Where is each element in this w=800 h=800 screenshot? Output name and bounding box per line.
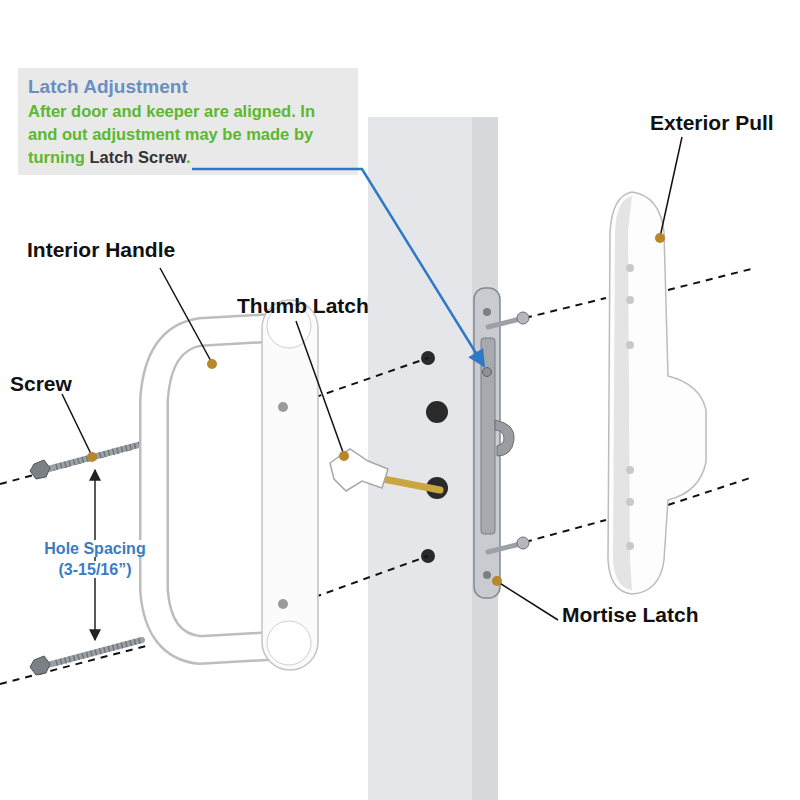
- screw-hole: [278, 402, 288, 412]
- mortise-screw-head: [517, 312, 529, 324]
- alignment-line: [668, 268, 755, 290]
- leader-line: [62, 394, 92, 456]
- callout-text: .: [186, 148, 191, 166]
- plate-hole: [483, 308, 491, 316]
- leader-line: [296, 321, 344, 455]
- screw-head: [30, 656, 50, 675]
- screw-shank: [44, 640, 142, 666]
- pull-hole: [626, 466, 634, 474]
- screw-hole: [278, 599, 288, 609]
- exterior-pull: [608, 192, 706, 594]
- alignment-line: [0, 645, 150, 684]
- pull-hole: [626, 341, 634, 349]
- door-stile: [368, 117, 472, 800]
- mortise-body: [481, 338, 495, 534]
- mortise-screw-head: [517, 537, 529, 549]
- leader-dot: [207, 359, 217, 369]
- mortise-screw: [488, 544, 520, 552]
- handle-grip: [154, 328, 270, 650]
- screw-head: [30, 460, 50, 479]
- handle-boss: [267, 621, 311, 665]
- leader-line: [498, 582, 558, 620]
- pull-hole: [626, 542, 634, 550]
- part-label: Thumb Latch: [237, 294, 369, 318]
- latch-screw: [483, 368, 492, 377]
- leader-dot: [87, 452, 97, 462]
- callout-heading: Latch Adjustment: [28, 74, 348, 100]
- leader-dot: [655, 233, 665, 243]
- pull-hole: [626, 498, 634, 506]
- alignment-line: [0, 444, 150, 484]
- dimension-label: Hole Spacing: [30, 540, 160, 558]
- spindle: [378, 478, 440, 490]
- mortise-screw: [488, 319, 520, 327]
- handle-grip-outline: [154, 328, 270, 650]
- screw-shank: [44, 444, 142, 470]
- leader-dot: [492, 576, 502, 586]
- pull-hole: [626, 264, 634, 272]
- pull-shadow: [613, 196, 632, 590]
- latch-hook: [495, 420, 514, 456]
- leader-line: [160, 268, 212, 363]
- leader-dot: [339, 451, 349, 461]
- callout-text: Latch Screw: [89, 148, 186, 166]
- part-label: Mortise Latch: [562, 603, 699, 627]
- stile-hole: [426, 401, 448, 423]
- alignment-line: [525, 298, 606, 318]
- alignment-line: [525, 520, 606, 542]
- dimension-label: (3-15/16”): [30, 561, 160, 579]
- part-label: Exterior Pull: [650, 111, 774, 135]
- part-label: Screw: [10, 372, 72, 396]
- leader-line: [660, 137, 682, 237]
- handle-plate: [262, 300, 318, 670]
- thumb-latch-lever: [330, 449, 388, 491]
- plate-hole: [483, 571, 491, 579]
- callout-arrow: [192, 169, 484, 366]
- screw-thread: [56, 444, 142, 467]
- pull-hole: [626, 296, 634, 304]
- callout-box: Latch AdjustmentAfter door and keeper ar…: [18, 68, 358, 175]
- part-label: Interior Handle: [27, 238, 175, 262]
- screw-thread: [56, 640, 142, 663]
